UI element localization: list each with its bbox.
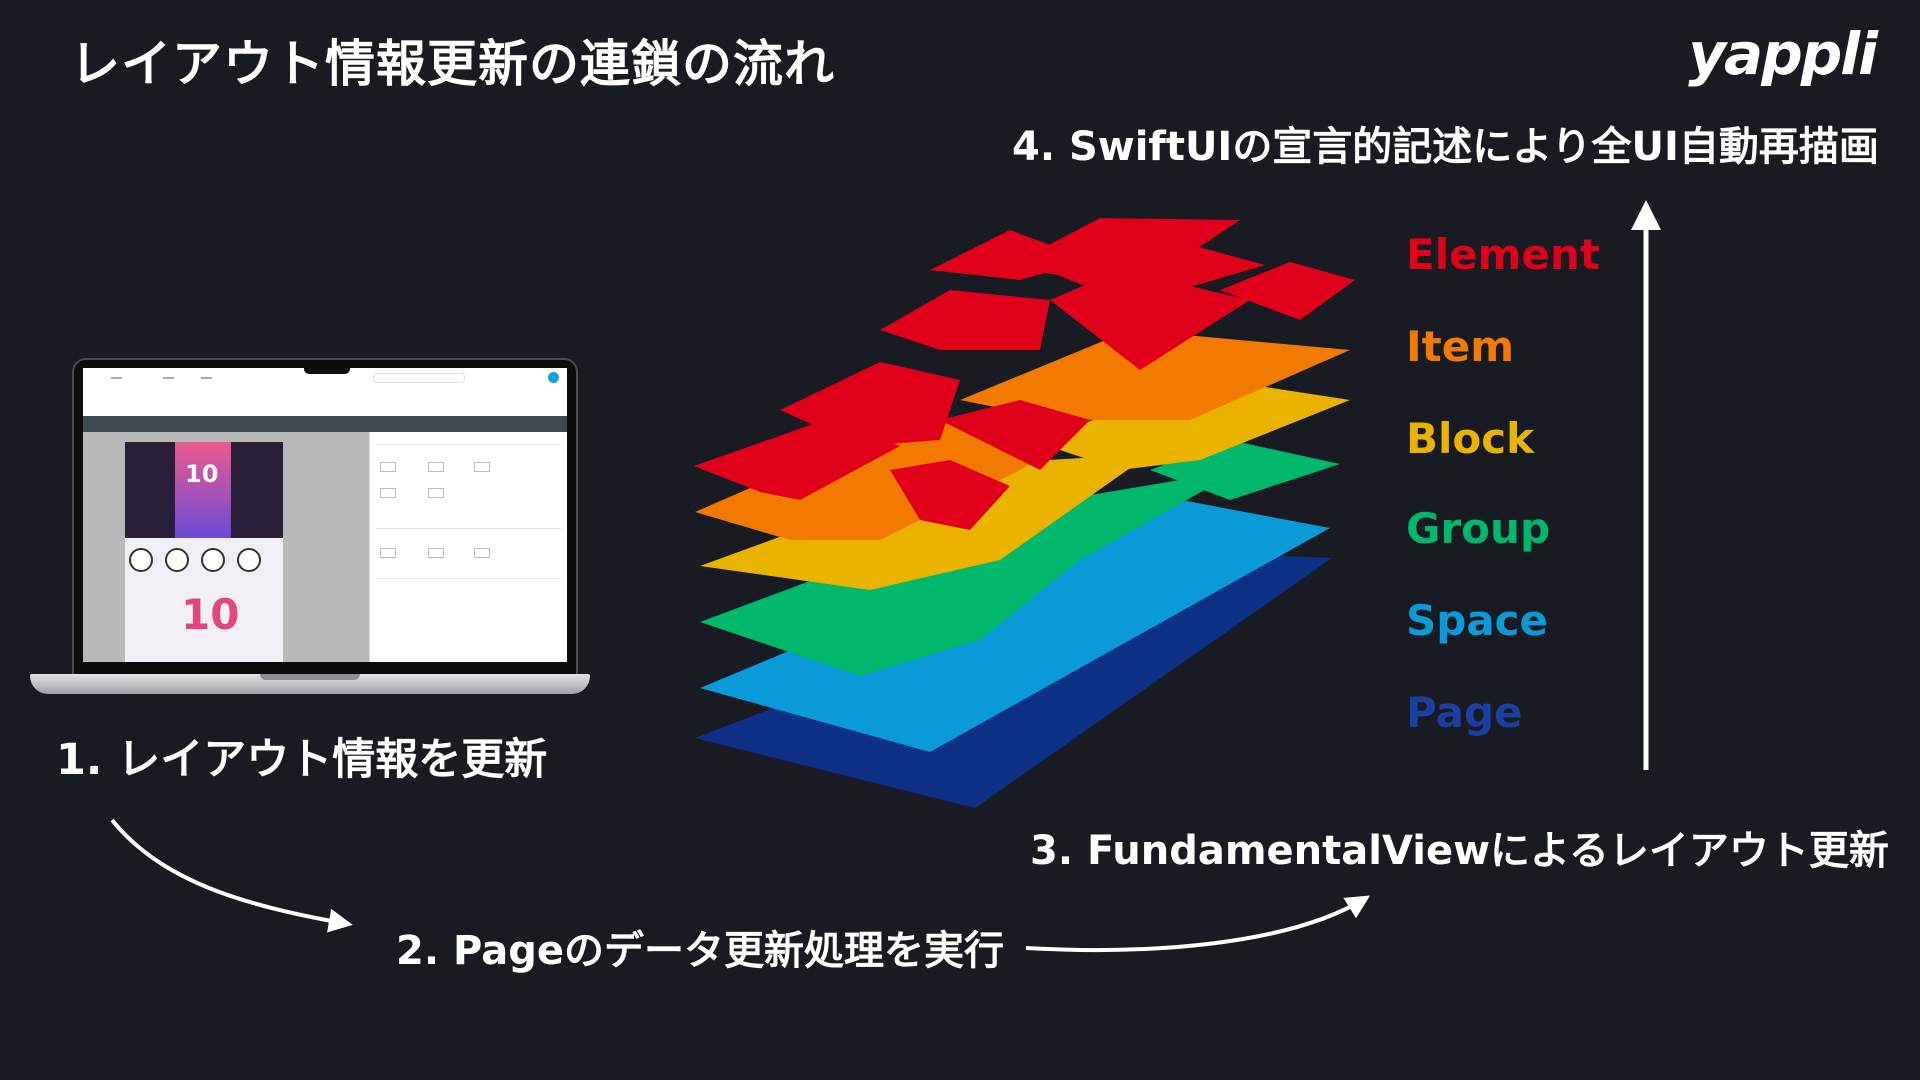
group-layer bbox=[700, 470, 1240, 676]
block-layer-part bbox=[1030, 380, 1350, 470]
arrow-step2-to-step3 bbox=[1025, 895, 1371, 952]
phone-banner-center bbox=[175, 442, 231, 538]
step-2-label: 2. Pageのデータ更新処理を実行 bbox=[396, 928, 1004, 974]
layer-label-element: Element bbox=[1406, 230, 1600, 279]
space-layer-part bbox=[850, 630, 1130, 730]
laptop-lid: ━━━ ━━━ ━━━ 10 bbox=[72, 358, 578, 676]
arrow-step1-to-step2 bbox=[110, 818, 353, 933]
sponsors-icon bbox=[237, 548, 261, 572]
laptop-screen: ━━━ ━━━ ━━━ 10 bbox=[83, 368, 567, 662]
phone-icon-row bbox=[125, 548, 283, 578]
yappli-logo: yappli bbox=[1688, 20, 1878, 88]
block-layer bbox=[700, 454, 1150, 590]
step-3-label: 3. FundamentalViewによるレイアウト更新 bbox=[1030, 828, 1889, 874]
element-layer-tile-4 bbox=[940, 400, 1090, 470]
element-layer-tile-9 bbox=[1020, 218, 1240, 300]
phone-banner-number: 10 bbox=[185, 460, 219, 488]
laptop-notch bbox=[304, 366, 350, 374]
cms-canvas: 10 10 bbox=[83, 432, 369, 662]
element-layer-tile-5 bbox=[880, 290, 1050, 350]
layer-label-block: Block bbox=[1406, 414, 1535, 463]
laptop-illustration: ━━━ ━━━ ━━━ 10 bbox=[30, 358, 590, 700]
item-layer bbox=[695, 414, 1070, 540]
phone-bottom-number: 10 bbox=[181, 590, 240, 639]
schedule-icon bbox=[165, 548, 189, 572]
page-title: レイアウト情報更新の連鎖の流れ bbox=[70, 35, 835, 93]
layer-label-group: Group bbox=[1406, 504, 1551, 553]
layer-label-page: Page bbox=[1406, 688, 1523, 737]
element-layer-tile-2 bbox=[780, 362, 960, 446]
element-layer-tile-6 bbox=[1050, 270, 1250, 370]
blog-icon bbox=[129, 548, 153, 572]
step-4-label: 4. SwiftUIの宣言的記述により全UI自動再描画 bbox=[1012, 124, 1879, 170]
item-layer-part bbox=[960, 330, 1350, 420]
space-layer bbox=[700, 496, 1330, 752]
cms-darkbar bbox=[83, 416, 567, 432]
phone-preview: 10 10 bbox=[125, 442, 283, 662]
layer-label-item: Item bbox=[1406, 322, 1514, 371]
element-layer-tile-3 bbox=[890, 460, 1010, 530]
microphone-icon bbox=[201, 548, 225, 572]
laptop-base-notch bbox=[260, 674, 360, 680]
element-layer-tile-10 bbox=[1220, 262, 1355, 320]
step-1-label: 1. レイアウト情報を更新 bbox=[56, 735, 548, 785]
cms-style-panel bbox=[369, 432, 567, 662]
layer-label-space: Space bbox=[1406, 596, 1549, 645]
laptop-base bbox=[30, 674, 590, 694]
